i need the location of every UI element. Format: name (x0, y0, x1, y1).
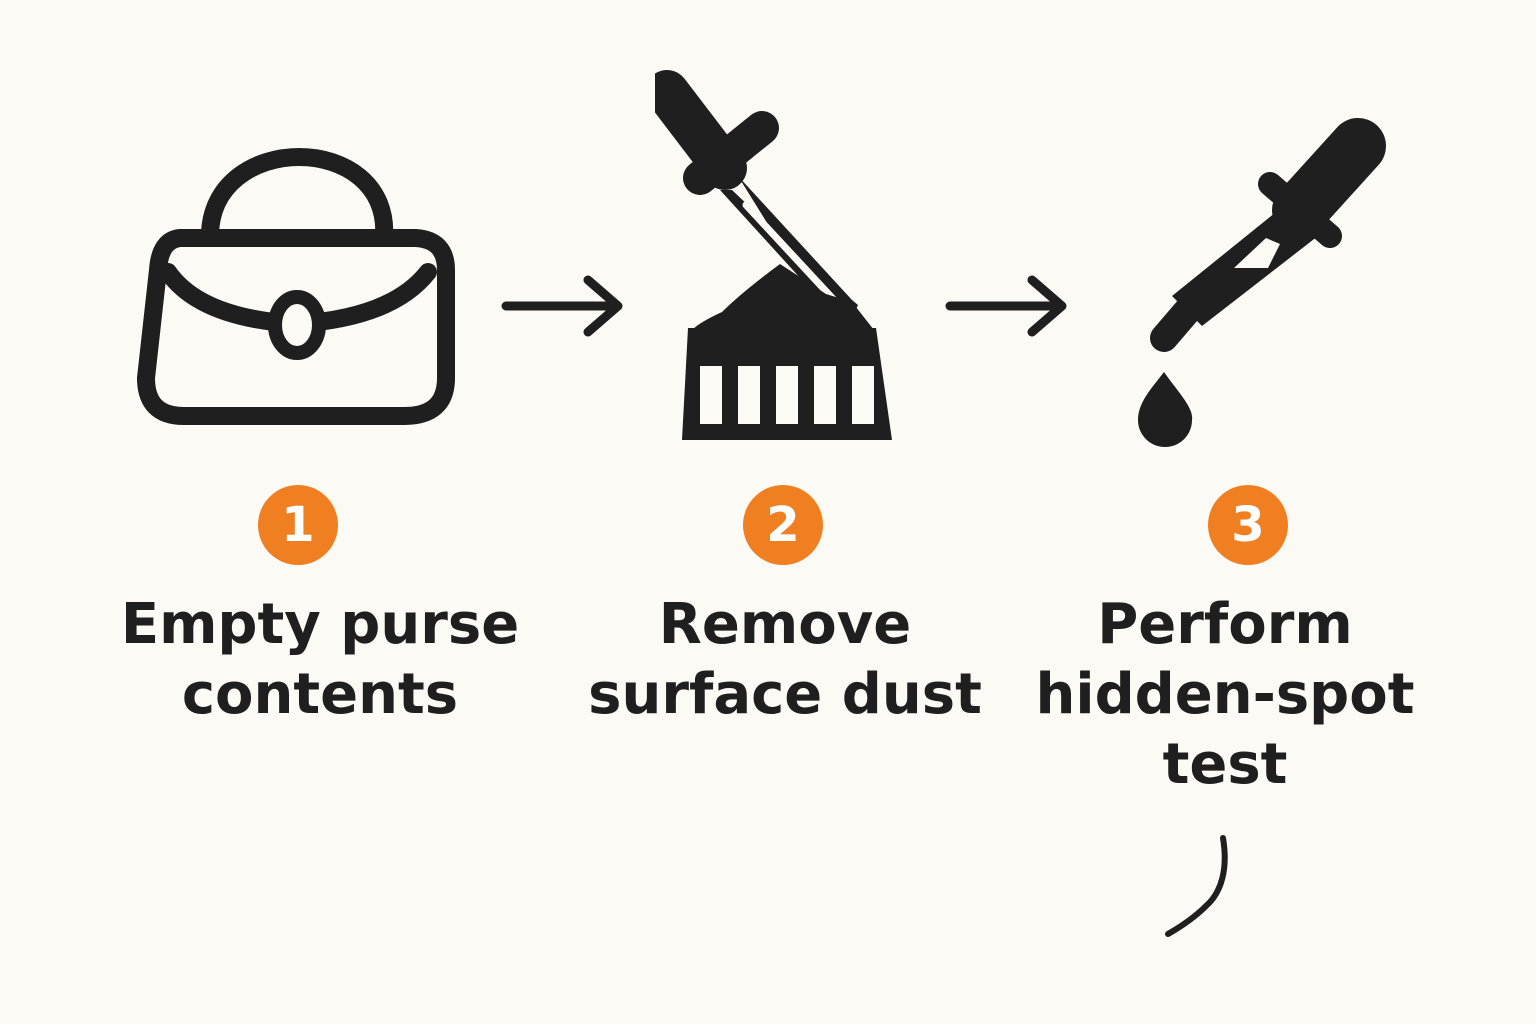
purse-icon (137, 148, 455, 425)
step-3-label-line: Perform (1097, 592, 1353, 657)
brush-icon (655, 70, 892, 440)
step-3-badge: 3 (1208, 485, 1288, 565)
step-1-label-line: Empty purse (120, 592, 520, 657)
step-3-label: Perform hidden-spot test (1010, 590, 1440, 800)
step-2-label-line: Remove (658, 592, 912, 657)
step-1-label: Empty purse contents (115, 590, 525, 730)
step-1-badge: 1 (258, 485, 338, 565)
dropper-icon (1138, 118, 1386, 447)
step-1-label-line: contents (181, 662, 459, 727)
step-3-label-line: hidden-spot (1035, 662, 1415, 727)
arrow-right-icon (501, 275, 623, 337)
arrow-right-icon (945, 275, 1067, 337)
step-2-label-line: surface dust (588, 662, 982, 727)
step-2-badge: 2 (743, 485, 823, 565)
step-2-label: Remove surface dust (565, 590, 1005, 730)
step-3-label-line: test (1162, 732, 1288, 797)
curved-stroke-icon (1165, 835, 1228, 937)
